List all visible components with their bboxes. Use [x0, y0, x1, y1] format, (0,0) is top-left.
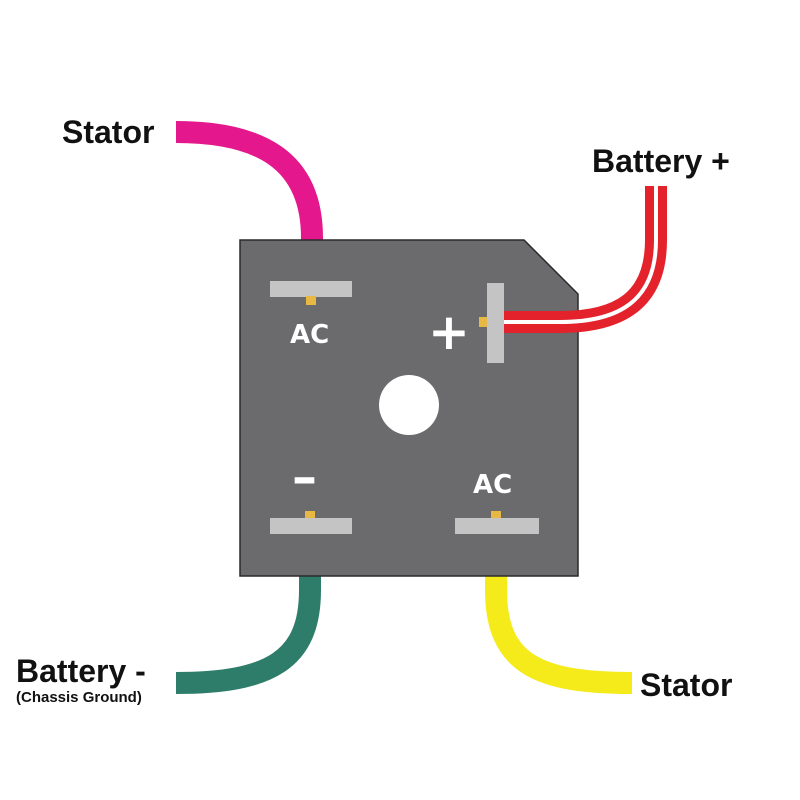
stator-top-wire	[175, 121, 323, 292]
positive-tab	[487, 283, 504, 363]
stator-bottom-label: Stator	[640, 667, 733, 703]
positive-pin	[479, 317, 491, 327]
stator-top-label: Stator	[62, 114, 155, 150]
battery-negative-label: Battery -	[16, 653, 146, 689]
ac-top-tab	[270, 281, 352, 297]
ac-top-pin	[306, 296, 316, 305]
chassis-ground-label: (Chassis Ground)	[16, 689, 142, 706]
battery-negative-wire	[175, 540, 321, 694]
battery-positive-wire-stripe	[498, 186, 658, 324]
ac-bottom-pin	[491, 511, 501, 521]
stator-bottom-wire	[485, 540, 633, 694]
ac-top-marking: AC	[290, 320, 330, 350]
battery-positive-label: Battery +	[592, 143, 730, 179]
ac-bottom-tab	[455, 518, 539, 534]
negative-pin	[305, 511, 315, 521]
negative-tab	[270, 518, 352, 534]
mounting-hole	[379, 375, 439, 435]
negative-marking: –	[292, 448, 317, 506]
positive-marking: +	[428, 303, 470, 361]
ac-bottom-marking: AC	[473, 470, 513, 500]
